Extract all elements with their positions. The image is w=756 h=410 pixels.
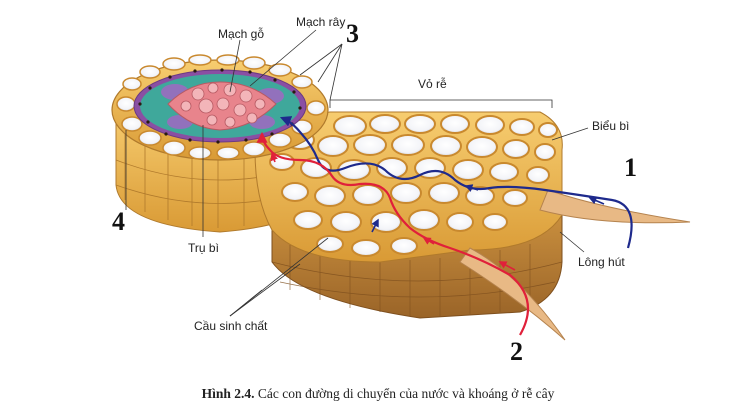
caption-prefix: Hình 2.4. (201, 386, 255, 401)
leader-lines (125, 29, 589, 317)
label-pericycle: Trụ bì (188, 241, 219, 255)
marker-3: 3 (346, 19, 359, 48)
cortex-cells (269, 114, 558, 257)
label-xylem: Mạch gỗ (218, 26, 264, 41)
pathway-1-apoplast (279, 116, 633, 249)
marker-2: 2 (510, 337, 523, 366)
figure-caption: Hình 2.4. Các con đường di chuyển của nư… (0, 386, 756, 402)
marker-4: 4 (112, 207, 125, 236)
marker-1: 1 (624, 153, 637, 182)
pathway-2-symplast (256, 131, 530, 336)
label-root-hair: Lông hút (578, 255, 625, 269)
label-plasmodesmata: Cầu sinh chất (194, 319, 268, 333)
caption-text: Các con đường di chuyển của nước và khoá… (254, 386, 555, 401)
label-cortex: Vỏ rễ (418, 76, 447, 91)
label-phloem: Mạch rây (296, 15, 345, 29)
label-epidermis: Biểu bì (592, 119, 629, 133)
stele-top (111, 54, 329, 161)
